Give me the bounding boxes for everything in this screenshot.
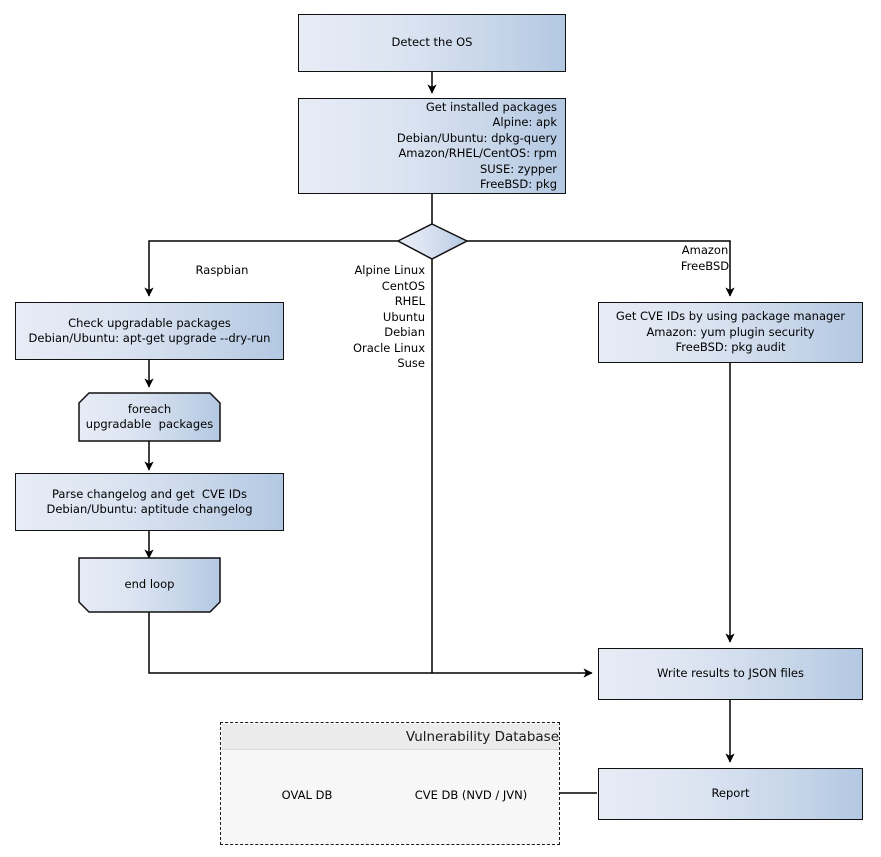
- node-parse-changelog[interactable]: Parse changelog and get CVE IDs Debian/U…: [15, 473, 284, 531]
- edge-decision-to-get-cve-ids: [466, 240, 735, 297]
- edge-decision-to-check-upgradable: [144, 240, 399, 297]
- node-write-results-label: Write results to JSON files: [657, 666, 804, 681]
- edge-endloop-to-write-results: [148, 612, 593, 678]
- node-parse-changelog-label: Parse changelog and get CVE IDs Debian/U…: [46, 486, 253, 517]
- node-end-loop[interactable]: end loop: [79, 558, 220, 612]
- foreach-shape: [78, 392, 221, 442]
- node-check-upgradable-packages[interactable]: Check upgradable packages Debian/Ubuntu:…: [15, 302, 284, 360]
- node-get-cve-ids[interactable]: Get CVE IDs by using package manager Ama…: [598, 302, 863, 363]
- node-report-label: Report: [711, 786, 750, 801]
- node-detect-the-os[interactable]: Detect the OS: [298, 14, 566, 72]
- node-foreach-label: foreach upgradable packages: [85, 401, 214, 432]
- node-get-cve-ids-label: Get CVE IDs by using package manager Ama…: [615, 309, 846, 355]
- node-end-loop-label: end loop: [124, 577, 175, 592]
- vulnerability-database-title: Vulnerability Database: [222, 724, 559, 750]
- node-detect-the-os-label: Detect the OS: [391, 35, 473, 50]
- node-write-results[interactable]: Write results to JSON files: [598, 648, 863, 700]
- cve-db-label: CVE DB (NVD / JVN): [414, 788, 528, 802]
- oval-db-label: OVAL DB: [281, 788, 333, 802]
- node-get-installed-packages[interactable]: Get installed packages Alpine: apk Debia…: [298, 98, 566, 194]
- node-report[interactable]: Report: [598, 768, 863, 820]
- edge-label-raspbian: Raspbian: [195, 263, 249, 277]
- node-get-installed-packages-label: Get installed packages Alpine: apk Debia…: [396, 99, 557, 192]
- end-loop-shape: [78, 557, 221, 613]
- decision-diamond: [396, 223, 469, 260]
- edge-label-os-list: Alpine Linux CentOS RHEL Ubuntu Debian O…: [352, 263, 425, 370]
- node-foreach[interactable]: foreach upgradable packages: [79, 393, 220, 441]
- node-check-upgradable-packages-label: Check upgradable packages Debian/Ubuntu:…: [28, 315, 271, 346]
- edge-label-amazon-freebsd: Amazon FreeBSD: [680, 243, 730, 273]
